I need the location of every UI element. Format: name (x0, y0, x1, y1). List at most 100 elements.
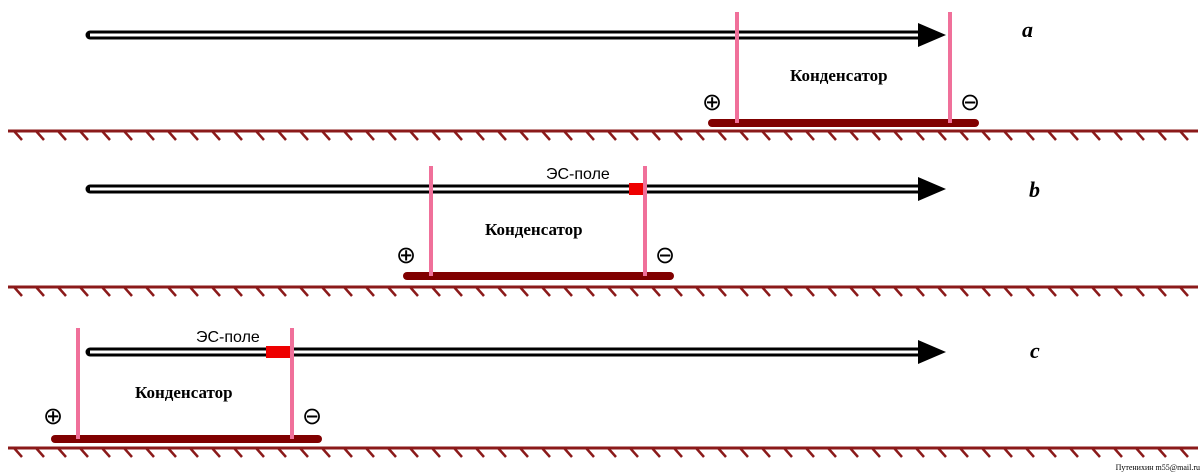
ground-hatch (365, 447, 375, 458)
ground-hatch (585, 286, 595, 297)
ground-hatch (255, 286, 265, 297)
ground-hatch (321, 130, 331, 141)
ground-line-b (8, 285, 1198, 297)
ground-hatch (1113, 447, 1123, 458)
ground-hatch (79, 447, 89, 458)
ground-hatch (1135, 447, 1145, 458)
ground-hatch (1157, 447, 1167, 458)
panel-letter-c: c (1030, 338, 1040, 363)
ground-hatch (387, 447, 397, 458)
ground-hatch (145, 286, 155, 297)
plus-sign-a: ⊕ (702, 88, 722, 116)
panel-letter-b: b (1029, 177, 1040, 202)
ground-hatch (519, 447, 529, 458)
ground-hatch (343, 447, 353, 458)
ground-hatch (475, 286, 485, 297)
ground-hatch (519, 130, 529, 141)
panel-letter-a: a (1022, 17, 1033, 42)
field-zone-b (629, 183, 643, 195)
ground-hatch (783, 130, 793, 141)
ground-hatch (915, 447, 925, 458)
ground-hatch (563, 130, 573, 141)
ground-hatch (1179, 286, 1189, 297)
motion-rod-b (85, 177, 946, 201)
ground-hatch (255, 130, 265, 141)
ground-hatch (123, 447, 133, 458)
ground-hatch (453, 130, 463, 141)
ground-hatch (1047, 286, 1057, 297)
ground-hatch (805, 130, 815, 141)
ground-hatch (1091, 130, 1101, 141)
ground-hatch (1113, 286, 1123, 297)
ground-hatch (1069, 447, 1079, 458)
ground-hatch (475, 447, 485, 458)
capacitor-label-b: Конденсатор (485, 220, 583, 239)
capacitor-label-a: Конденсатор (790, 66, 888, 85)
ground-hatch (717, 130, 727, 141)
ground-hatch (365, 286, 375, 297)
ground-hatch (673, 447, 683, 458)
ground-hatch (1091, 447, 1101, 458)
ground-hatch (1135, 130, 1145, 141)
ground-hatch (541, 286, 551, 297)
ground-hatch (35, 286, 45, 297)
ground-hatch (189, 286, 199, 297)
ground-hatch (871, 130, 881, 141)
ground-hatch (211, 447, 221, 458)
ground-hatch (673, 130, 683, 141)
ground-hatch (1091, 286, 1101, 297)
ground-hatch (189, 447, 199, 458)
ground-hatch (849, 447, 859, 458)
ground-hatch (805, 286, 815, 297)
ground-hatch (13, 130, 23, 141)
ground-hatch (1003, 286, 1013, 297)
ground-hatch (893, 447, 903, 458)
ground-hatch (1179, 447, 1189, 458)
ground-hatch (827, 286, 837, 297)
ground-hatch (629, 130, 639, 141)
ground-hatch (959, 286, 969, 297)
ground-hatch (607, 286, 617, 297)
ground-hatch (1047, 130, 1057, 141)
ground-hatch (123, 130, 133, 141)
ground-hatch (695, 447, 705, 458)
ground-hatch (739, 447, 749, 458)
ground-hatch (717, 286, 727, 297)
ground-hatch (79, 130, 89, 141)
panel-b: ЭС-поле Конденсатор ⊕ ⊖ b (8, 166, 1198, 297)
ground-line-c (8, 446, 1198, 458)
ground-hatch (57, 130, 67, 141)
ground-hatch (695, 286, 705, 297)
ground-line-a (8, 129, 1198, 141)
ground-hatch (299, 447, 309, 458)
minus-sign-c: ⊖ (302, 402, 322, 430)
ground-hatch (959, 130, 969, 141)
ground-hatch (387, 286, 397, 297)
ground-hatch (453, 447, 463, 458)
ground-hatch (871, 447, 881, 458)
author-credit: Путенихин m55@mail.ru (1116, 463, 1200, 472)
ground-hatch (541, 447, 551, 458)
ground-hatch (761, 286, 771, 297)
ground-hatch (453, 286, 463, 297)
ground-hatch (101, 130, 111, 141)
ground-hatch (321, 286, 331, 297)
ground-hatch (673, 286, 683, 297)
ground-hatch (761, 447, 771, 458)
ground-hatch (519, 286, 529, 297)
ground-hatch (35, 447, 45, 458)
ground-hatch (233, 130, 243, 141)
ground-hatch (629, 286, 639, 297)
ground-hatch (1069, 286, 1079, 297)
ground-hatch (1157, 130, 1167, 141)
field-label-b: ЭС-поле (546, 166, 610, 183)
ground-hatch (409, 286, 419, 297)
ground-hatch (651, 286, 661, 297)
ground-hatch (937, 286, 947, 297)
ground-hatch (409, 130, 419, 141)
ground-hatch (739, 130, 749, 141)
ground-hatch (343, 286, 353, 297)
ground-hatch (849, 286, 859, 297)
ground-hatch (541, 130, 551, 141)
ground-hatch (871, 286, 881, 297)
